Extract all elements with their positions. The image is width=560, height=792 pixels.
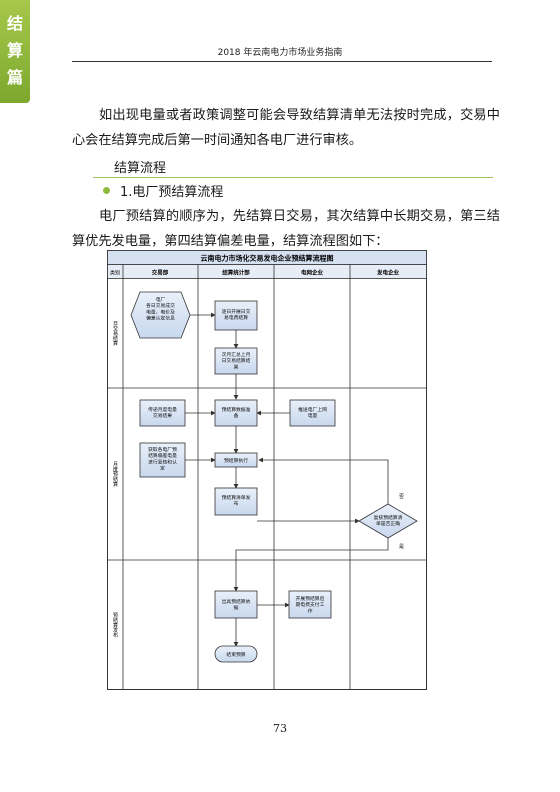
- header-row: [107, 264, 427, 279]
- node-data-prep-text: 预结算数据准备: [222, 406, 251, 419]
- node-execute: [214, 452, 258, 468]
- col-header-generator: 发电企业: [376, 269, 400, 277]
- side-tab-char: 算: [6, 41, 23, 60]
- node-end-text: 结束预算: [226, 651, 245, 658]
- label-yes: 是: [399, 544, 404, 550]
- node-publish-text: 预结算清单发布: [222, 494, 251, 507]
- side-tab-char: 篇: [6, 68, 23, 87]
- lane-publish: 预结算发布: [112, 612, 118, 639]
- lane-monthly: 月度预结算: [112, 462, 118, 488]
- node-data-prep: [214, 399, 258, 427]
- side-tab-char: 结: [6, 14, 23, 33]
- col-header-trading: 交易部: [152, 269, 169, 277]
- subsection-heading: 1.电厂预结算流程: [103, 181, 223, 200]
- node-daily-settle-text: 逐日开展日交易电费结算: [222, 308, 251, 321]
- node-issue: [214, 590, 258, 619]
- node-payment-text: 开展预结算后期电费支付工作: [296, 595, 325, 614]
- flowchart: 云南电力市场化交易发电企业预结算流程图 类别 交易部 结算统计部 电网企业 发电…: [107, 250, 427, 690]
- node-priority: [139, 442, 186, 478]
- node-monthly-trade: [139, 399, 186, 427]
- flowchart-title: 云南电力市场化交易发电企业预结算流程图: [201, 254, 334, 263]
- running-head: 2018 年云南电力市场业务指南: [217, 48, 343, 58]
- node-issue-text: 出具预结算依据: [222, 598, 251, 611]
- col-header-settlement: 结算统计部: [222, 269, 250, 277]
- section-title: 结算流程: [114, 161, 167, 176]
- node-grid-energy-text: 推送电厂上网电量: [298, 406, 327, 419]
- bullet-dot: [103, 187, 110, 194]
- section-side-tab: 结 算 篇: [0, 0, 30, 103]
- label-no: 否: [399, 494, 404, 500]
- body-paragraph: 电厂预结算的顺序为，先结算日交易，其次结算中长期交易，第三结算优先发电量，第四结…: [72, 209, 500, 249]
- node-start-text: 电厂各日交易成交电量、电价及偏差认定信息: [146, 296, 175, 322]
- node-publish: [214, 487, 258, 516]
- node-start: [130, 291, 191, 339]
- flowchart-svg: 云南电力市场化交易发电企业预结算流程图 类别 交易部 结算统计部 电网企业 发电…: [107, 250, 427, 690]
- lane-daily: 日交易结算: [112, 321, 118, 347]
- section-rule: [93, 177, 493, 178]
- col-header-grid: 电网企业: [301, 269, 324, 277]
- node-end: [214, 645, 258, 663]
- node-review-decision: [358, 503, 418, 539]
- node-daily-summary-text: 次月汇总上月日交易结算结果: [222, 351, 251, 370]
- node-daily-summary: [214, 347, 258, 375]
- header-rule: [72, 61, 492, 62]
- intro-paragraph: 如出现电量或者政策调整可能会导致结算清单无法按时完成，交易中心会在结算完成后第一…: [72, 108, 500, 148]
- node-monthly-trade-text: 传递月度电量交易结果: [148, 406, 177, 419]
- subsection-title: 1.电厂预结算流程: [120, 185, 224, 200]
- col-header-category: 类别: [110, 270, 120, 277]
- node-payment: [288, 590, 332, 619]
- page-number: 73: [273, 722, 287, 735]
- node-execute-text: 预结算执行: [224, 457, 248, 464]
- node-priority-text: 获取各电厂预结算偏差电量进行复核和认定: [148, 446, 177, 472]
- node-daily-settle: [214, 300, 258, 331]
- node-grid-energy: [289, 399, 336, 427]
- node-review-text: 复核预结算清单是否正确: [374, 514, 403, 527]
